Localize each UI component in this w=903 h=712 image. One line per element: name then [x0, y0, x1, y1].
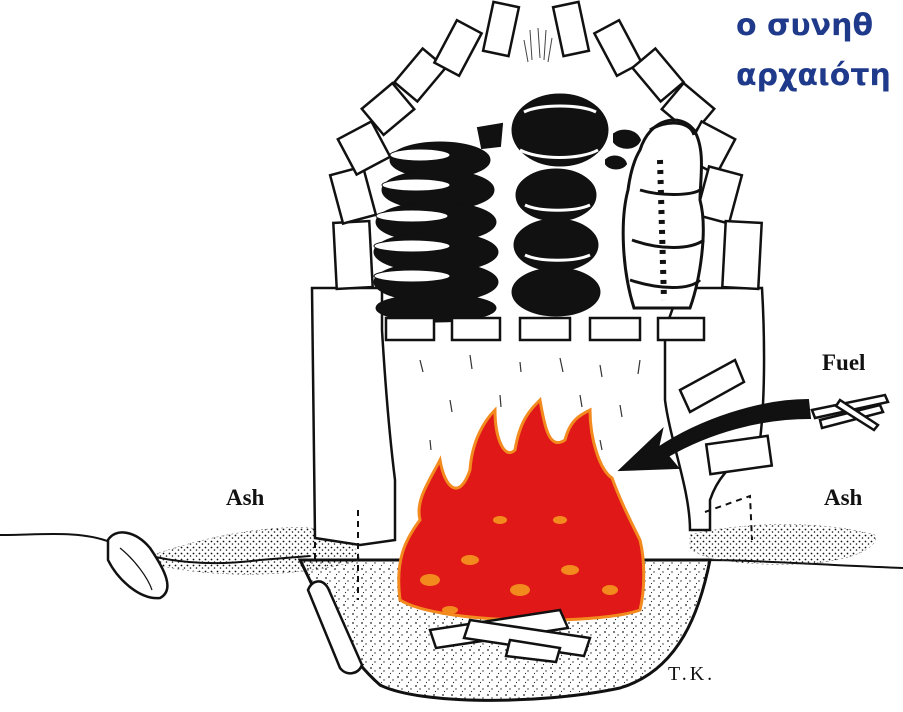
smoke-wisps [524, 28, 552, 62]
pot-stack-left [374, 142, 498, 322]
artist-signature: T.K. [668, 663, 715, 686]
pot-stack-middle [512, 94, 608, 316]
ash-label-right: Ash [824, 485, 862, 511]
ash-label-left: Ash [226, 485, 264, 511]
title-line-2: αρχαιότη [736, 58, 891, 93]
kiln-wall-left [312, 288, 395, 545]
ash-layer-right [690, 524, 876, 564]
kiln-floor [386, 318, 704, 340]
pot-stack-right [623, 120, 704, 308]
title-line-1: ο συνηθ [736, 8, 873, 43]
fuel-label: Fuel [822, 350, 865, 376]
fuel-sticks [812, 395, 888, 430]
